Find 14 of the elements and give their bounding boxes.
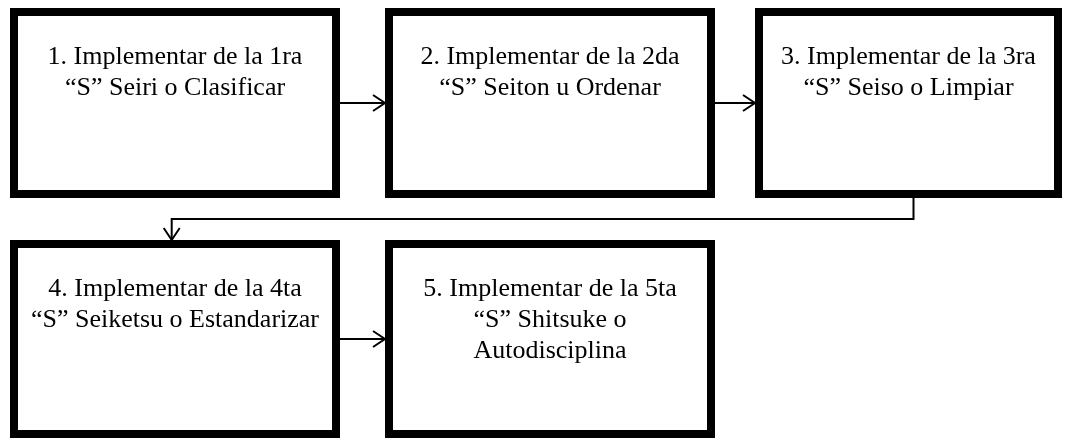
- arrow: [162, 197, 915, 241]
- process-box: [385, 240, 715, 438]
- step-text: 2. Implementar de la 2da “S” Seiton u Ordenar: [419, 40, 681, 102]
- arrow: [714, 94, 756, 112]
- arrow: [339, 94, 386, 112]
- process-box: [755, 8, 1062, 198]
- arrow: [339, 330, 386, 348]
- step-text: 1. Implementar de la 1ra “S” Seiri o Clasificar: [46, 40, 304, 102]
- process-box: [10, 240, 340, 438]
- process-box: [10, 8, 340, 198]
- step-text: 5. Implementar de la 5ta “S” Shitsuke o Autodisciplina: [422, 272, 678, 365]
- process-box: [385, 8, 715, 198]
- step-text: 3. Implementar de la 3ra “S” Seiso o Limpiar: [780, 40, 1037, 102]
- step-text: 4. Implementar de la 4ta “S” Seiketsu o Estandarizar: [29, 272, 321, 334]
